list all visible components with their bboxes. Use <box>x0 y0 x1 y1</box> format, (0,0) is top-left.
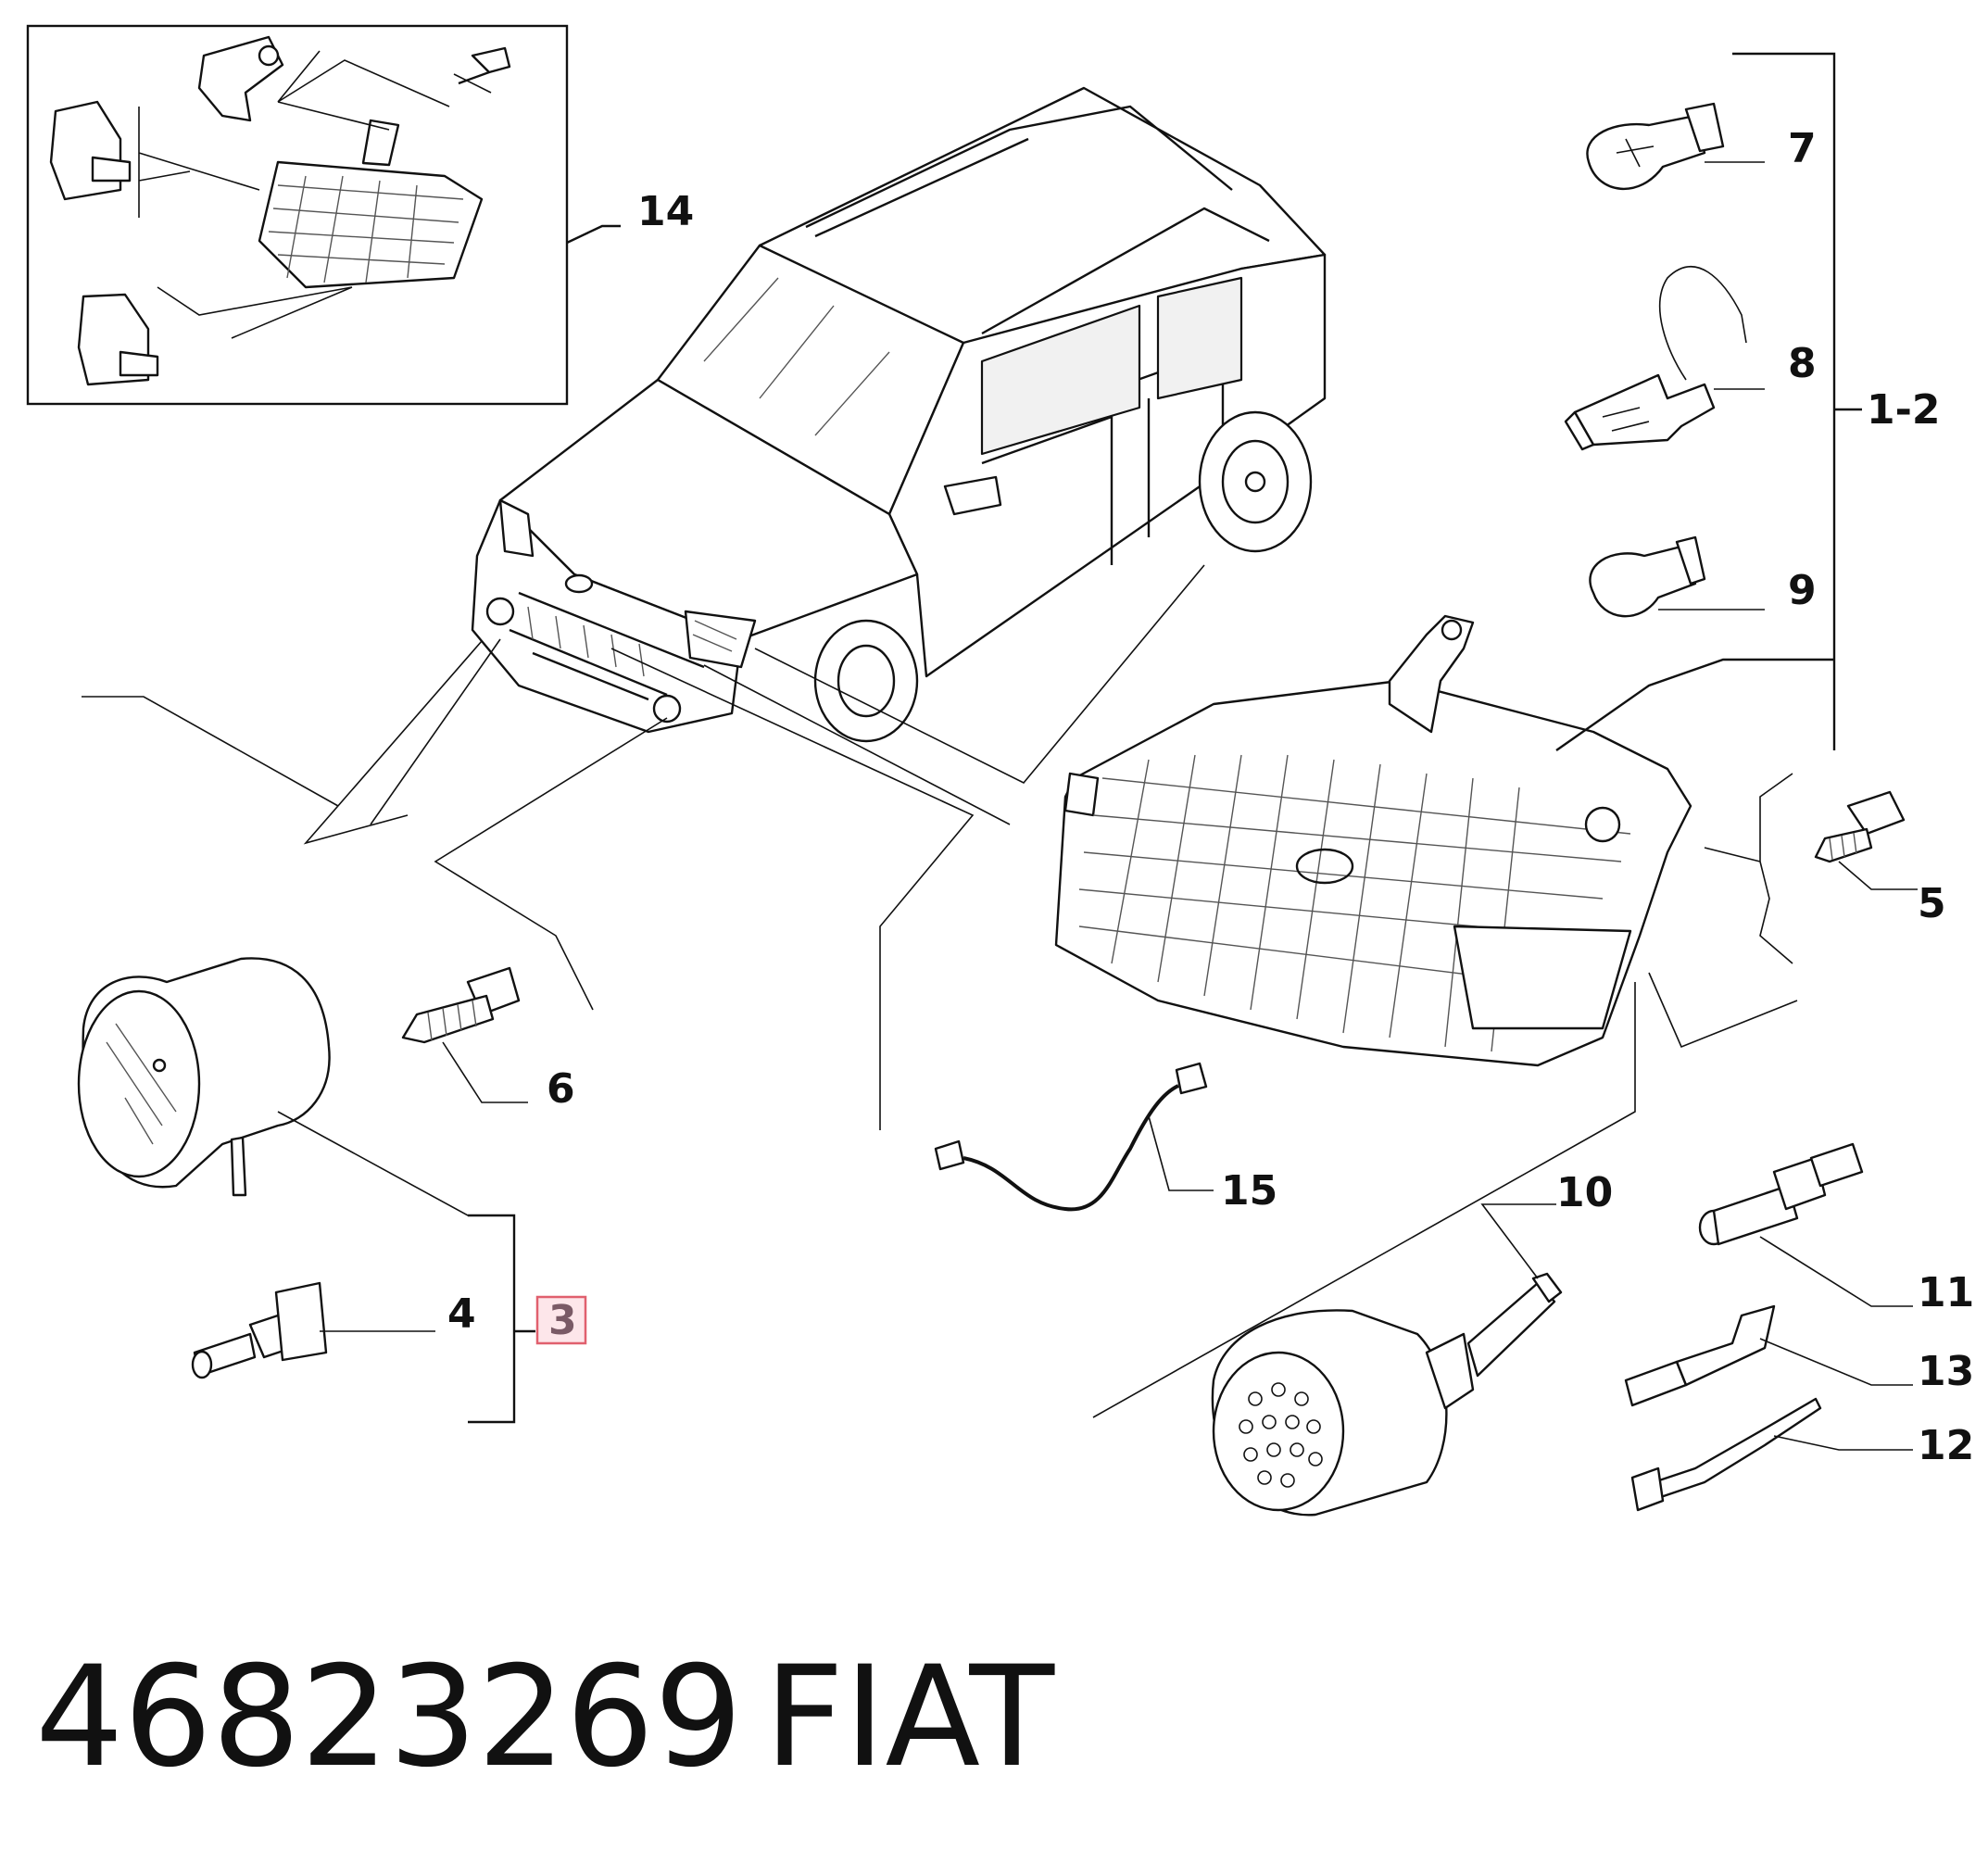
leader-6 <box>442 1041 528 1103</box>
leader-3-lamp <box>277 1111 514 1216</box>
callout-8: 8 <box>1788 340 1817 387</box>
leader-15 <box>1148 1115 1214 1191</box>
callout-4: 4 <box>447 1290 476 1338</box>
bracket-3 <box>468 1214 535 1424</box>
bulb-4 <box>191 1281 328 1379</box>
bulb-7 <box>1586 102 1725 190</box>
terminal-13 <box>1624 1304 1776 1407</box>
leader-10 <box>1480 1203 1556 1279</box>
callout-1-2: 1-2 <box>1867 386 1941 434</box>
callout-11: 11 <box>1918 1269 1974 1316</box>
bracket-1-2 <box>1555 52 1862 751</box>
bulb-9 <box>1589 535 1706 618</box>
headlamp-lower-leader-2 <box>1648 972 1798 1049</box>
car-leaders <box>82 564 1205 1130</box>
brand-name: FIAT <box>764 1637 1055 1798</box>
leader-11 <box>1759 1236 1913 1307</box>
bulb-11 <box>1698 1142 1864 1246</box>
connector-10 <box>1211 1272 1563 1517</box>
callout-3-highlight-box <box>535 1295 587 1345</box>
leader-13 <box>1759 1338 1913 1386</box>
part-number: 46823269 <box>35 1637 742 1798</box>
wiring-harness-15 <box>934 1062 1208 1212</box>
callout-14: 14 <box>637 188 694 235</box>
headlamp-large <box>1054 614 1692 1067</box>
callout-13: 13 <box>1918 1348 1974 1395</box>
bracket-5 <box>1704 773 1793 964</box>
car-illustration <box>471 86 1327 743</box>
leader-12 <box>1773 1435 1913 1451</box>
callout-15: 15 <box>1221 1167 1277 1215</box>
headlamp-lower-leader <box>1092 982 1636 1418</box>
screw-5 <box>1814 790 1906 863</box>
callout-12: 12 <box>1918 1422 1974 1469</box>
callout-3: 3 <box>548 1297 577 1344</box>
screw-6 <box>401 966 521 1044</box>
inset-headlamp-assembly <box>26 24 569 406</box>
callout-7: 7 <box>1788 125 1817 172</box>
bulb-8 <box>1564 266 1747 451</box>
callout-9: 9 <box>1788 567 1817 614</box>
callout-10: 10 <box>1556 1169 1613 1216</box>
pin-12 <box>1630 1397 1822 1512</box>
callout-5: 5 <box>1918 880 1946 927</box>
leader-14 <box>566 224 621 245</box>
fog-lamp-3 <box>77 957 331 1197</box>
callout-6: 6 <box>547 1065 575 1113</box>
leader-5 <box>1838 861 1918 890</box>
